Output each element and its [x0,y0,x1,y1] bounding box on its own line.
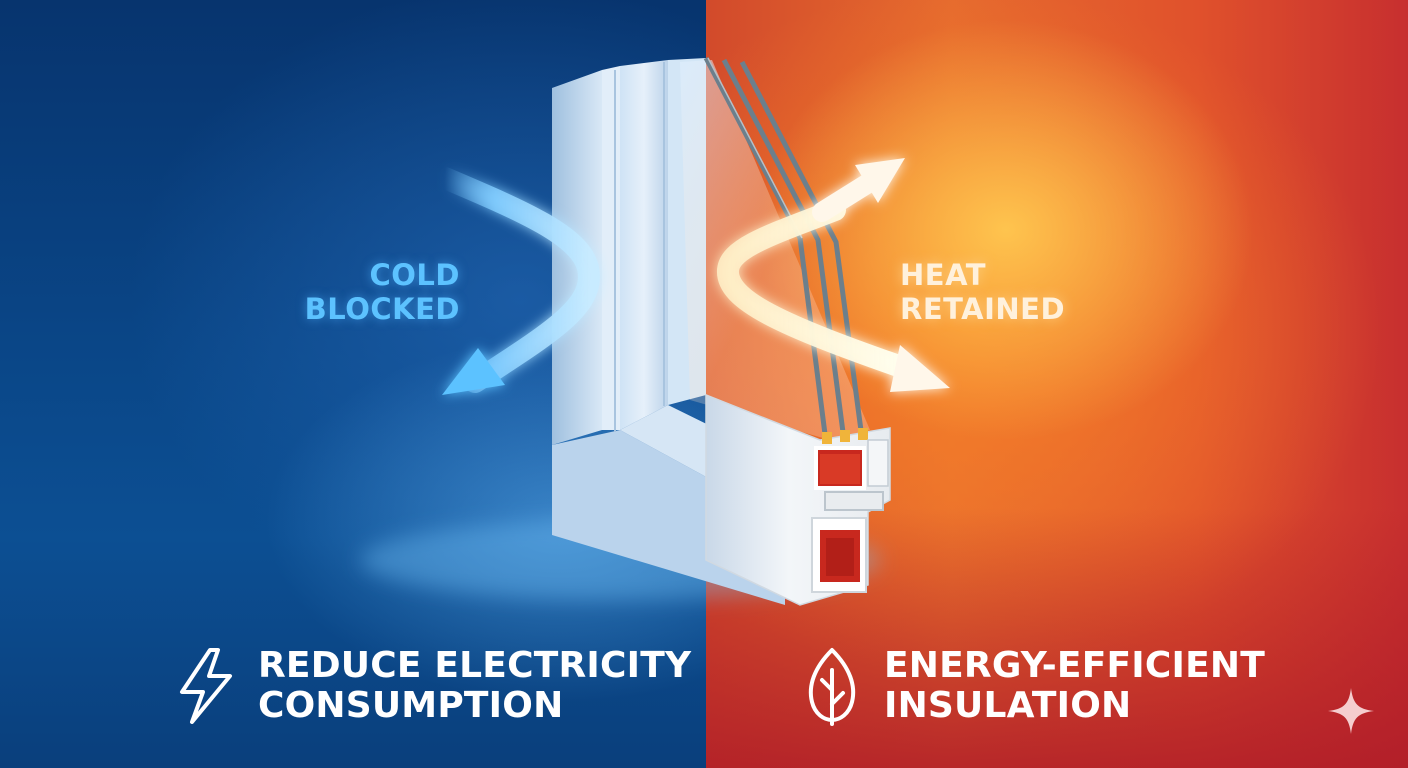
feature-reduce-electricity: REDUCE ELECTRICITY CONSUMPTION [176,644,691,728]
heat-label-line-1: HEAT [900,258,987,292]
feature-line-1: ENERGY-EFFICIENT [884,644,1265,686]
feature-line-2: CONSUMPTION [258,685,564,726]
feature-energy-efficient: ENERGY-EFFICIENT INSULATION [802,644,1265,728]
profile-cross-section [705,393,891,606]
feature-line-2: INSULATION [884,685,1132,726]
cold-arrow [434,167,600,395]
feature-text: REDUCE ELECTRICITY CONSUMPTION [258,644,692,727]
leaf-icon [808,648,856,726]
heat-arrow [717,158,950,392]
heat-label-line-2: RETAINED [900,292,1066,327]
cold-label-line-2: BLOCKED [304,292,460,327]
triple-glazing [680,56,870,443]
cold-label-line-1: COLD [369,258,460,292]
feature-line-1: REDUCE ELECTRICITY [258,644,692,686]
feature-text: ENERGY-EFFICIENT INSULATION [884,644,1265,727]
lightning-bolt-icon [180,648,232,724]
sparkle-icon [1328,688,1374,734]
heat-retained-label: HEAT RETAINED [900,258,1100,326]
cold-blocked-label: COLD BLOCKED [300,258,460,326]
